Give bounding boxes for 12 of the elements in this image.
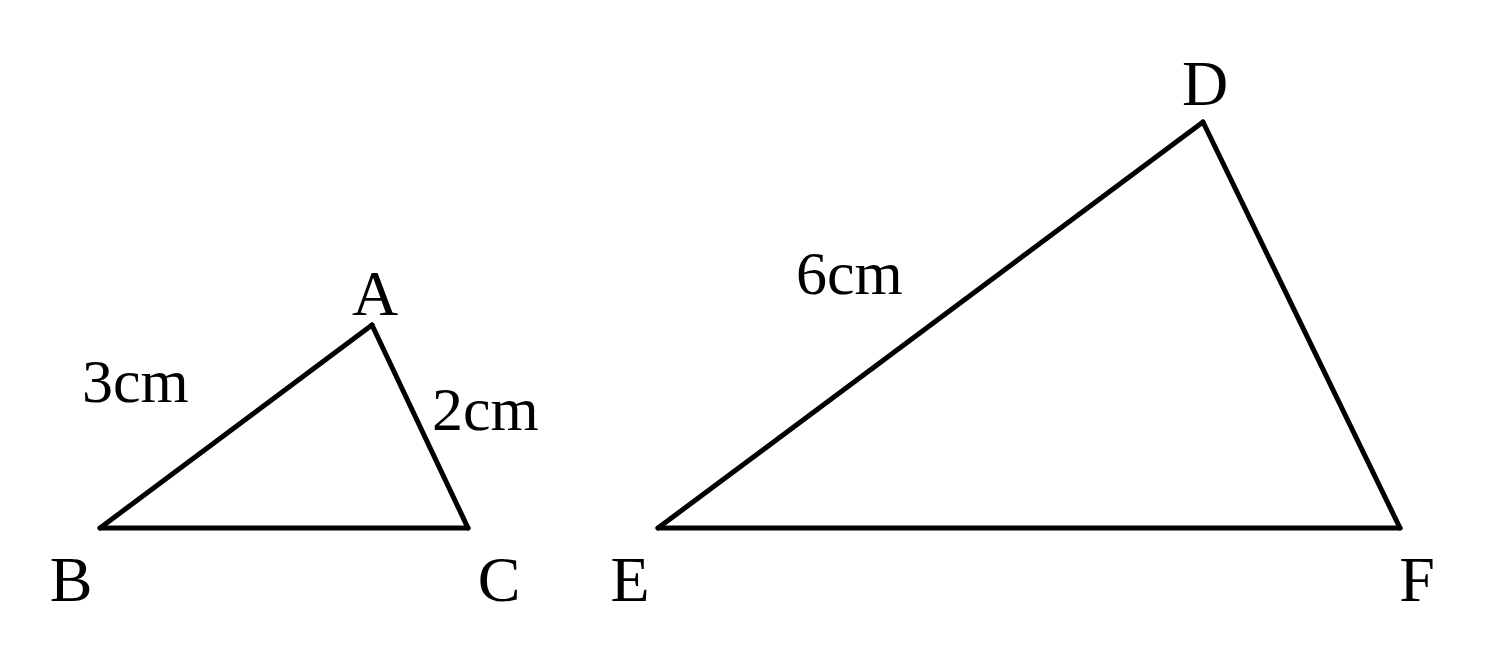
vertex-label: D: [1172, 52, 1238, 122]
triangle-side: [655, 525, 1403, 531]
vertex-label: F: [1390, 528, 1444, 612]
triangle-side: [369, 322, 471, 531]
vertex-label: B: [42, 528, 100, 612]
triangle-side: [655, 119, 1206, 531]
triangle-side: [1200, 119, 1403, 531]
vertex-label: C: [468, 528, 530, 612]
triangle-side: [97, 322, 375, 531]
vertex-label: A: [345, 262, 405, 325]
triangle-side: [97, 525, 471, 531]
vertex-label: E: [602, 528, 658, 612]
